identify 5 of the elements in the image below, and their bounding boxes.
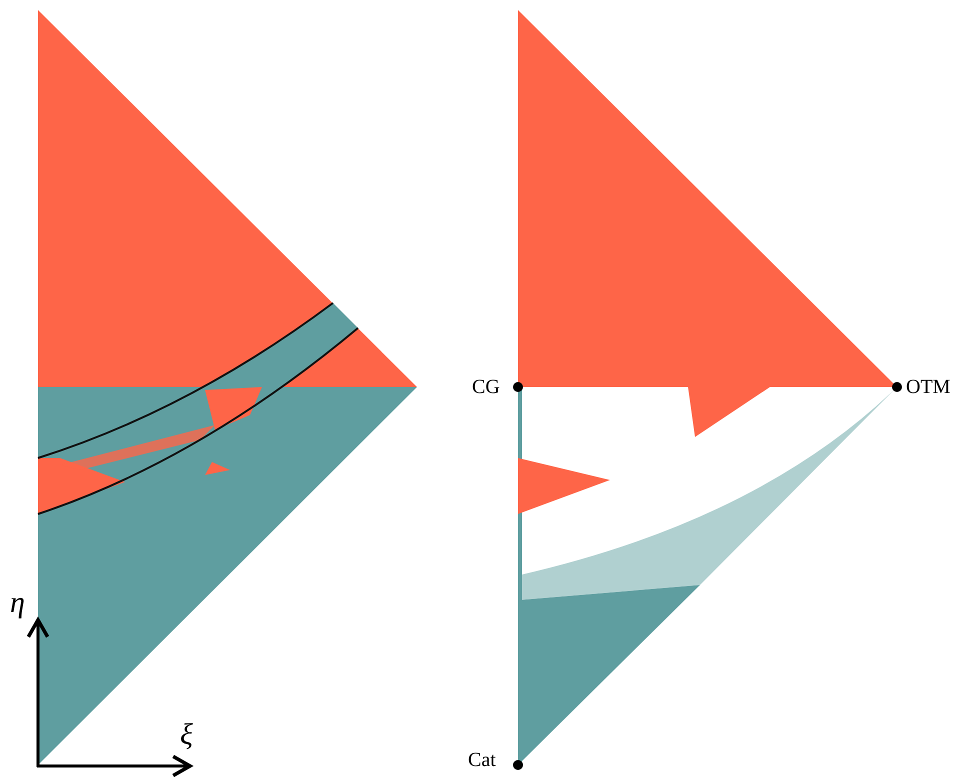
point-label: CG	[472, 377, 500, 397]
point-label: Cat	[468, 750, 496, 770]
axis-label: ξ	[180, 720, 193, 750]
axis-label: η	[10, 588, 25, 618]
point-label: OTM	[906, 377, 950, 397]
